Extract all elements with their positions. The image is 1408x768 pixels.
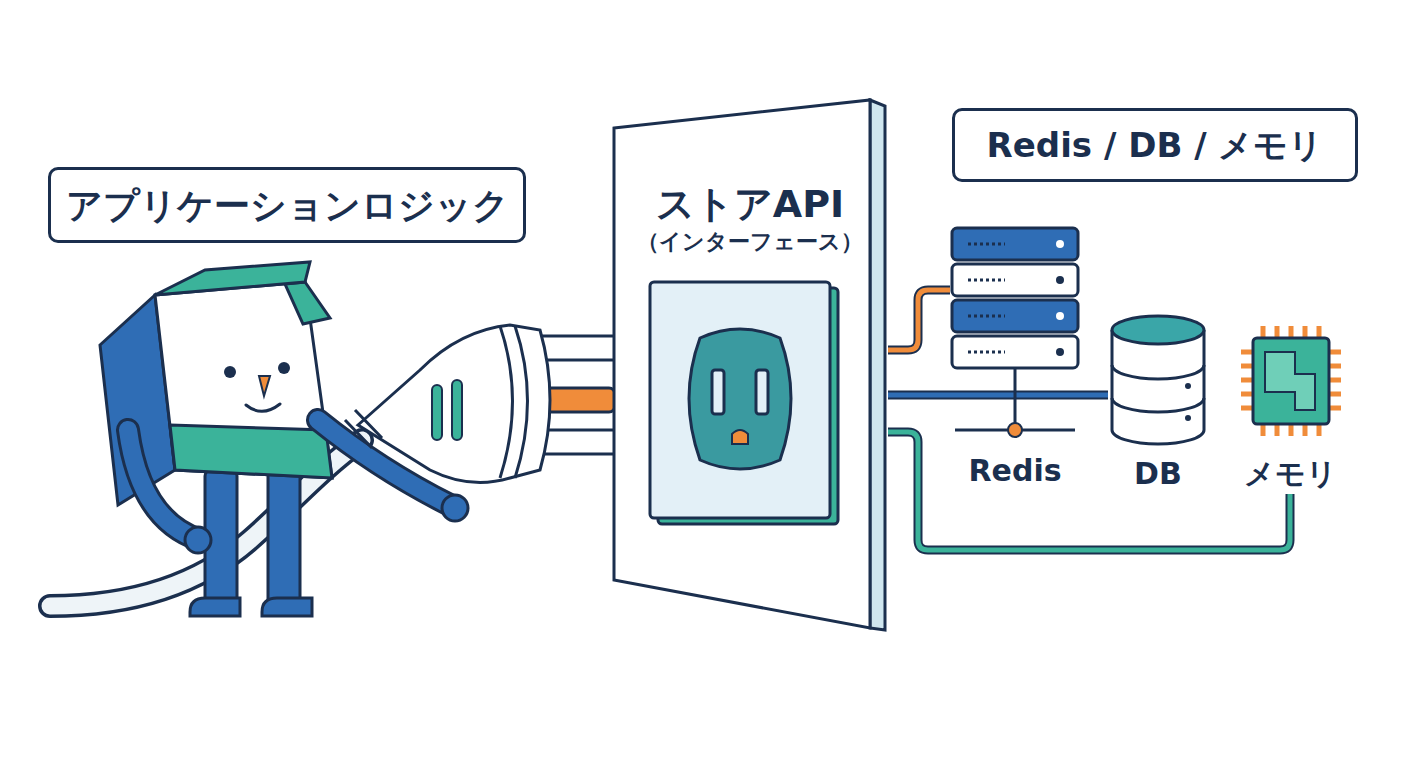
nose — [259, 376, 270, 396]
icon-part — [1112, 365, 1204, 412]
node-title: メモリ — [1244, 455, 1337, 493]
icon-part — [1265, 352, 1315, 410]
plug-body — [358, 325, 550, 483]
node-title: アプリケーションロジック — [66, 183, 509, 228]
icon-part — [1185, 383, 1191, 389]
icon-part — [689, 329, 791, 469]
arm — [128, 430, 200, 540]
icon-part — [712, 370, 724, 414]
body-band — [170, 425, 332, 478]
component-label: アプリケーションロジック — [48, 167, 526, 243]
icon-part — [1008, 423, 1022, 437]
body-fold — [285, 282, 330, 324]
icon-part — [1056, 348, 1064, 356]
server-node: Redis — [950, 226, 1080, 494]
icon-part — [968, 244, 1005, 352]
plug-strain-relief — [345, 410, 382, 448]
hand — [442, 495, 468, 521]
icon-part — [650, 282, 830, 518]
icon-part — [1235, 322, 1345, 455]
icon-part — [1241, 326, 1341, 436]
hand — [185, 527, 211, 553]
connector-line — [888, 393, 1108, 398]
plug-grip — [432, 385, 442, 440]
icon-part — [756, 370, 768, 414]
node-subtitle: （インターフェース） — [612, 228, 888, 256]
body-front — [155, 282, 332, 478]
memory-chip-node: メモリ — [1235, 322, 1345, 494]
icon-part — [1253, 338, 1329, 424]
connector-line — [888, 432, 1290, 550]
icon-part — [1056, 276, 1064, 284]
icon-part — [1185, 415, 1191, 421]
eye — [278, 362, 290, 374]
connector-outline — [888, 290, 950, 350]
node-title: ストアAPI — [612, 180, 888, 228]
body-top — [155, 262, 310, 295]
icon-part — [950, 226, 1080, 452]
database-node: DB — [1108, 310, 1208, 494]
backend-label: Redis / DB / メモリ — [952, 108, 1358, 182]
icon-part — [732, 430, 748, 444]
smile — [246, 404, 280, 411]
plug-grip — [452, 380, 462, 440]
icon-part — [612, 98, 888, 632]
icon-part — [1056, 240, 1064, 248]
interface-panel: ストアAPI（インターフェース） — [612, 98, 888, 632]
node-title: Redis / DB / メモリ — [987, 124, 1324, 167]
icon-part — [870, 100, 885, 630]
icon-part — [1112, 316, 1204, 344]
plug — [185, 325, 635, 553]
eye — [224, 366, 236, 378]
icon-part — [1108, 310, 1208, 455]
icon-part — [1056, 312, 1064, 320]
plug-collar — [500, 326, 513, 478]
foot — [262, 598, 312, 616]
leg — [268, 462, 300, 610]
connector-outline — [888, 391, 1108, 400]
icon-part — [1112, 330, 1204, 444]
node-title: Redis — [968, 452, 1061, 490]
arm-outline — [128, 430, 200, 540]
foot — [190, 598, 240, 616]
icon-part — [614, 100, 870, 628]
connector-outline — [888, 432, 1290, 550]
connector-line — [888, 290, 950, 350]
plug-collar — [515, 326, 528, 478]
node-title: DB — [1134, 455, 1182, 493]
